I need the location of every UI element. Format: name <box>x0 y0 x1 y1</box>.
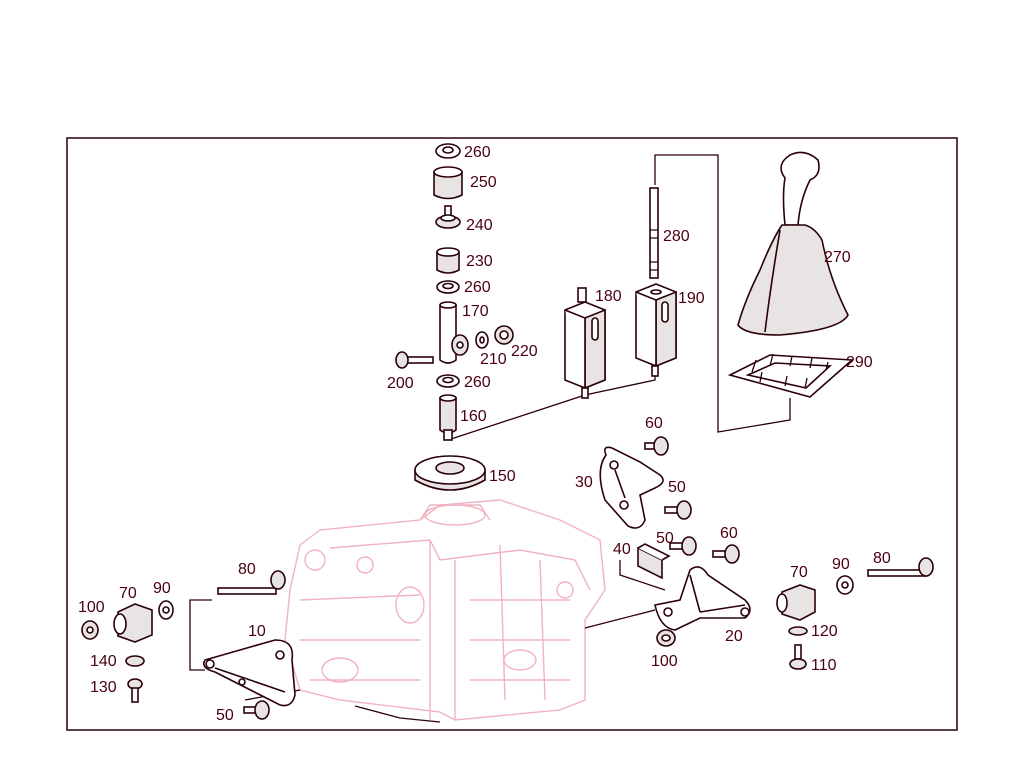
part-130-bolt <box>127 678 143 703</box>
part-110-bolt <box>789 644 807 670</box>
part-60-bolt-a <box>644 436 669 456</box>
part-50-bolt-b <box>669 536 697 556</box>
part-160-pin <box>439 394 457 441</box>
callout-200: 200 <box>387 375 414 392</box>
callout-160: 160 <box>460 408 487 425</box>
part-180-block <box>564 287 606 399</box>
callout-20: 20 <box>725 628 743 645</box>
callout-30: 30 <box>575 474 593 491</box>
callout-100-left: 100 <box>78 599 105 616</box>
callout-70-left: 70 <box>119 585 137 602</box>
part-260-nut-low <box>436 374 460 388</box>
callout-270: 270 <box>824 249 851 266</box>
callout-50-b: 50 <box>656 530 674 547</box>
transmission-housing-ghost <box>284 499 606 721</box>
part-190-block <box>635 283 677 377</box>
part-100-nut-left <box>81 620 99 640</box>
callout-70-right: 70 <box>790 564 808 581</box>
callout-60-a: 60 <box>645 415 663 432</box>
callout-170: 170 <box>462 303 489 320</box>
part-120-washer <box>788 626 808 636</box>
part-90-washer-right <box>836 575 854 595</box>
diagram-frame <box>66 137 958 731</box>
callout-80-left: 80 <box>238 561 256 578</box>
leader-lines <box>189 154 791 723</box>
callout-230: 230 <box>466 253 493 270</box>
part-260-nut-mid <box>436 280 460 294</box>
part-270-shift-knob-boot <box>737 151 849 336</box>
part-10-bracket <box>202 639 296 707</box>
callout-280: 280 <box>663 228 690 245</box>
part-90-washer-left <box>158 600 174 620</box>
part-260-nut-top <box>435 143 461 159</box>
callout-260-top: 260 <box>464 144 491 161</box>
callout-120: 120 <box>811 623 838 640</box>
callout-60-b: 60 <box>720 525 738 542</box>
part-250-bushing <box>433 166 463 200</box>
callout-90-right: 90 <box>832 556 850 573</box>
part-20-bracket <box>654 566 751 631</box>
part-30-bracket <box>599 446 664 529</box>
part-50-bolt-a <box>664 500 692 520</box>
part-280-shaft <box>649 187 659 279</box>
part-290-frame <box>727 353 854 398</box>
callout-250: 250 <box>470 174 497 191</box>
part-150-seal-ring <box>414 455 486 491</box>
callout-40: 40 <box>613 541 631 558</box>
part-70-mount-right <box>776 584 816 621</box>
callout-50-c: 50 <box>216 707 234 724</box>
part-230-sleeve <box>436 247 460 274</box>
part-60-bolt-b <box>712 544 740 564</box>
callout-190: 190 <box>678 290 705 307</box>
part-220-nut <box>494 325 514 345</box>
part-50-bolt-c <box>243 700 270 720</box>
part-200-bolt <box>395 351 434 369</box>
part-210-washer <box>475 331 489 349</box>
callout-260-mid: 260 <box>464 279 491 296</box>
part-80-bolt-left <box>217 570 286 595</box>
part-100-nut-right <box>656 629 676 647</box>
part-140-washer <box>125 655 145 667</box>
callout-260-low: 260 <box>464 374 491 391</box>
callout-50-a: 50 <box>668 479 686 496</box>
callout-150: 150 <box>489 468 516 485</box>
callout-10: 10 <box>248 623 266 640</box>
callout-labels: 260 250 240 230 260 170 210 220 200 260 … <box>78 144 891 724</box>
callout-140: 140 <box>90 653 117 670</box>
callout-290: 290 <box>846 354 873 371</box>
callout-130: 130 <box>90 679 117 696</box>
callout-100-right: 100 <box>651 653 678 670</box>
part-240-spacer <box>435 205 461 229</box>
callout-210: 210 <box>480 351 507 368</box>
callout-240: 240 <box>466 217 493 234</box>
part-80-bolt-right <box>867 557 934 577</box>
part-70-mount-left <box>113 603 153 643</box>
callout-80-right: 80 <box>873 550 891 567</box>
callout-110: 110 <box>811 657 837 674</box>
part-170-shift-rod <box>439 301 469 364</box>
callout-220: 220 <box>511 343 538 360</box>
callout-180: 180 <box>595 288 622 305</box>
part-40-plate <box>637 543 671 580</box>
callout-90-left: 90 <box>153 580 171 597</box>
